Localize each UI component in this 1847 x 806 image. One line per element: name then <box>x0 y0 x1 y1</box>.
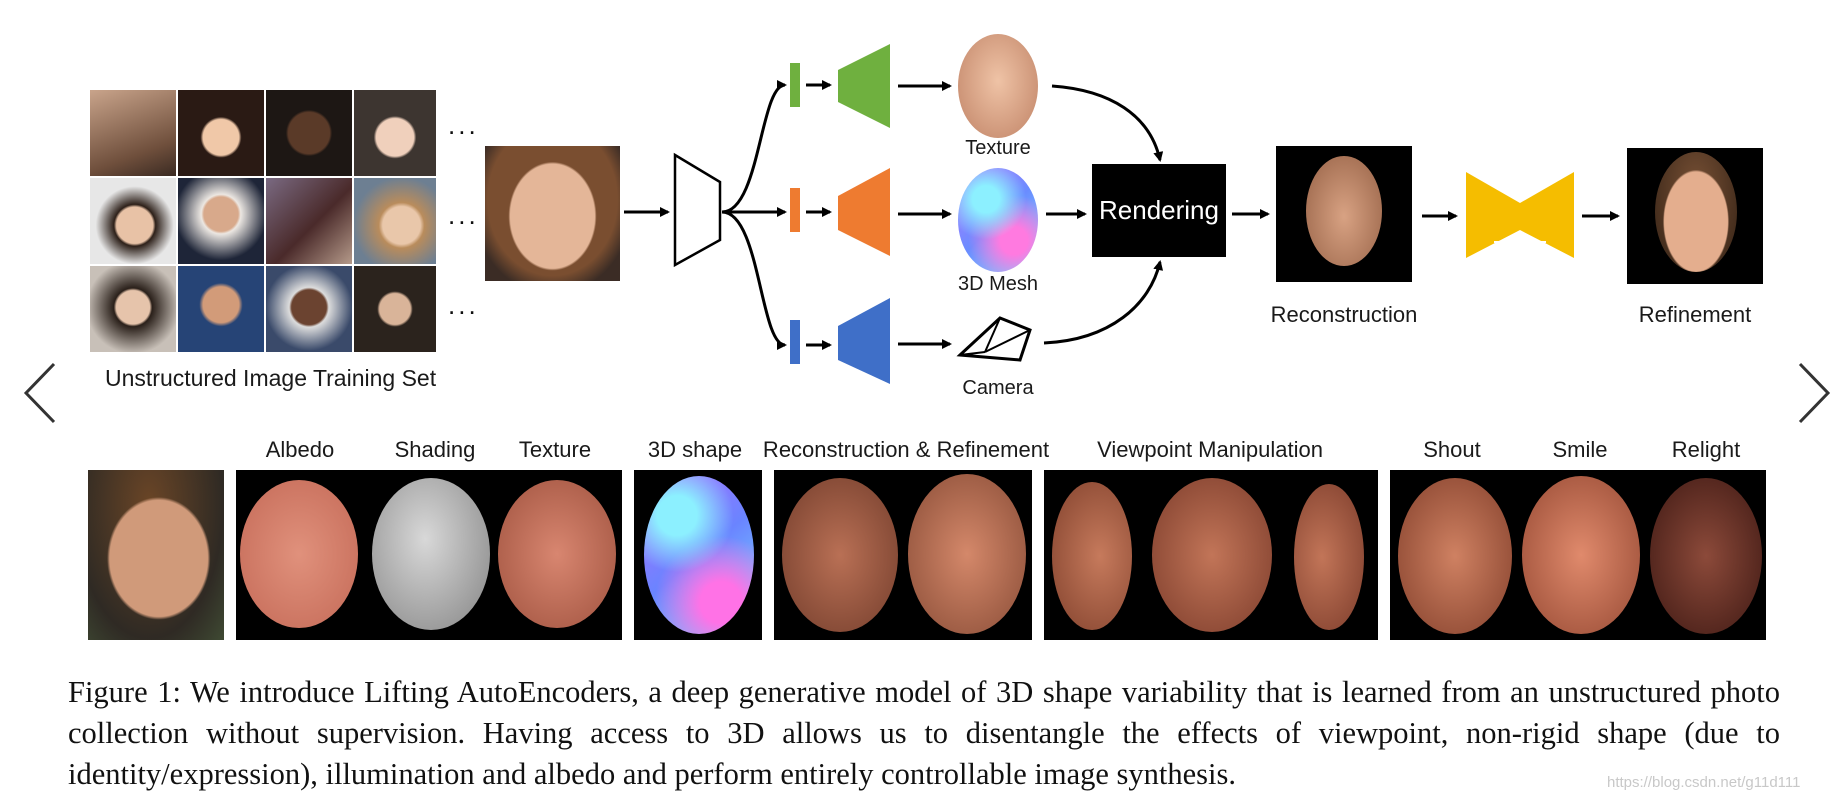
shading-image <box>372 478 490 630</box>
viewpoint-right-image <box>1294 484 1364 630</box>
face-thumbnail <box>354 266 436 352</box>
viewpoint-manipulation-panel <box>1044 470 1378 640</box>
face-thumbnail <box>90 178 176 264</box>
camera-decoder <box>838 298 890 384</box>
header-albedo: Albedo <box>265 437 335 462</box>
arrow <box>1043 260 1164 345</box>
branch-arrow-texture <box>721 80 787 214</box>
expression-relight-panel <box>1390 470 1766 640</box>
face-thumbnail <box>178 266 264 352</box>
texture-output-image <box>958 34 1038 138</box>
encoder-block <box>673 152 722 268</box>
face-thumbnail <box>354 178 436 264</box>
3d-mesh-output-image <box>958 168 1038 272</box>
training-image-grid <box>90 90 436 352</box>
header-smile: Smile <box>1552 437 1608 462</box>
refinement-network <box>1466 172 1574 258</box>
reconstruction-image <box>1276 146 1412 282</box>
albedo-image <box>240 480 358 628</box>
reconstruction-refinement-panel <box>774 470 1032 640</box>
camera-label: Camera <box>962 377 1034 399</box>
header-shout: Shout <box>1423 437 1481 462</box>
face-thumbnail <box>90 90 176 176</box>
texture-image <box>498 480 616 628</box>
face-thumbnail <box>266 266 352 352</box>
more-images-ellipsis: ... <box>448 110 479 140</box>
header-3d-shape: 3D shape <box>647 437 743 462</box>
figure-caption: Figure 1: We introduce Lifting AutoEncod… <box>68 675 1780 791</box>
texture-decoder <box>838 44 890 128</box>
header-reconstruction-refinement: Reconstruction & Refinement <box>762 437 1050 462</box>
next-slide-button[interactable] <box>1792 358 1832 428</box>
header-texture: Texture <box>518 437 592 462</box>
previous-slide-button[interactable] <box>22 358 62 428</box>
shout-image <box>1398 478 1512 634</box>
face-thumbnail <box>266 90 352 176</box>
chevron-left-icon <box>23 362 56 424</box>
texture-label: Texture <box>965 137 1031 159</box>
face-thumbnail <box>90 266 176 352</box>
reconstruction-result-image <box>782 478 898 632</box>
input-face-photo <box>88 470 224 640</box>
chevron-right-icon <box>1798 362 1831 424</box>
reconstruction-label: Reconstruction <box>1270 302 1418 327</box>
refinement-label: Refinement <box>1638 302 1752 327</box>
viewpoint-front-image <box>1152 478 1272 632</box>
3d-shape-panel <box>634 470 762 640</box>
header-viewpoint-manipulation: Viewpoint Manipulation <box>1097 437 1323 462</box>
camera-wireframe-icon <box>956 316 1032 362</box>
relight-image <box>1650 478 1762 634</box>
smile-image <box>1522 476 1640 634</box>
face-thumbnail <box>178 90 264 176</box>
arrow <box>1051 84 1164 162</box>
3d-mesh-label: 3D Mesh <box>957 273 1039 295</box>
more-images-ellipsis: ... <box>448 200 479 230</box>
decomposition-panel <box>236 470 622 640</box>
input-face-image <box>485 146 620 281</box>
figure: ... ... ... Unstructured Image Training … <box>88 34 1766 640</box>
header-shading: Shading <box>394 437 476 462</box>
face-thumbnail <box>266 178 352 264</box>
pipeline-diagram <box>624 44 1620 384</box>
camera-code-vector <box>790 320 800 364</box>
texture-code-vector <box>790 63 800 107</box>
training-set-label: Unstructured Image Training Set <box>105 365 437 391</box>
branch-arrow-camera <box>721 210 787 350</box>
viewpoint-left-image <box>1052 482 1132 630</box>
refinement-result-image <box>908 474 1026 634</box>
3d-shape-image <box>644 476 754 634</box>
mesh-code-vector <box>790 188 800 232</box>
rendering-block: Rendering <box>1092 164 1226 257</box>
more-images-ellipsis: ... <box>448 290 479 320</box>
refinement-image <box>1627 148 1763 284</box>
mesh-decoder <box>838 168 890 256</box>
face-thumbnail <box>178 178 264 264</box>
face-thumbnail <box>354 90 436 176</box>
watermark: https://blog.csdn.net/g11d111 <box>1607 774 1801 791</box>
header-relight: Relight <box>1671 437 1741 462</box>
